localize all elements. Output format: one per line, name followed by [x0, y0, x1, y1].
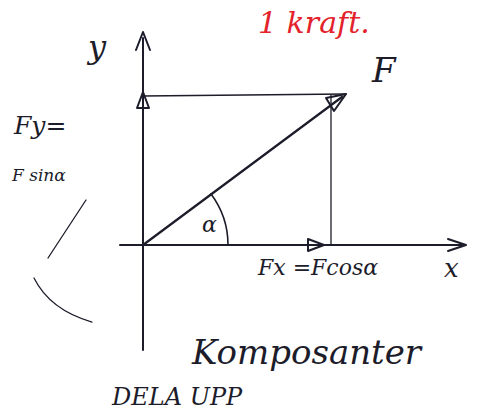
fx-arrowhead — [308, 239, 324, 251]
y-axis-arrow — [136, 32, 150, 50]
note-text: Komposanter — [192, 334, 421, 371]
axis-label: x — [444, 254, 459, 283]
projection-line — [143, 94, 346, 96]
component-formula: F sinα — [12, 166, 66, 185]
angle-label: α — [202, 213, 217, 237]
axis-label: y — [88, 30, 106, 65]
x-axis-arrow — [448, 239, 466, 251]
title-note: 1 kraft. — [258, 6, 370, 39]
fy-arrowhead — [137, 92, 149, 108]
pointer-stroke — [34, 278, 92, 322]
x-axis — [120, 244, 462, 246]
force-vector — [143, 97, 342, 245]
vector-label: F — [372, 52, 396, 89]
force-arrowhead — [326, 94, 346, 111]
component-label: Fy= — [14, 112, 66, 140]
note-text: DELA UPP — [112, 384, 242, 410]
pointer-stroke — [48, 200, 86, 258]
projection-line — [330, 95, 331, 245]
component-label: Fx =Fcosα — [258, 256, 378, 280]
y-axis — [142, 38, 144, 350]
